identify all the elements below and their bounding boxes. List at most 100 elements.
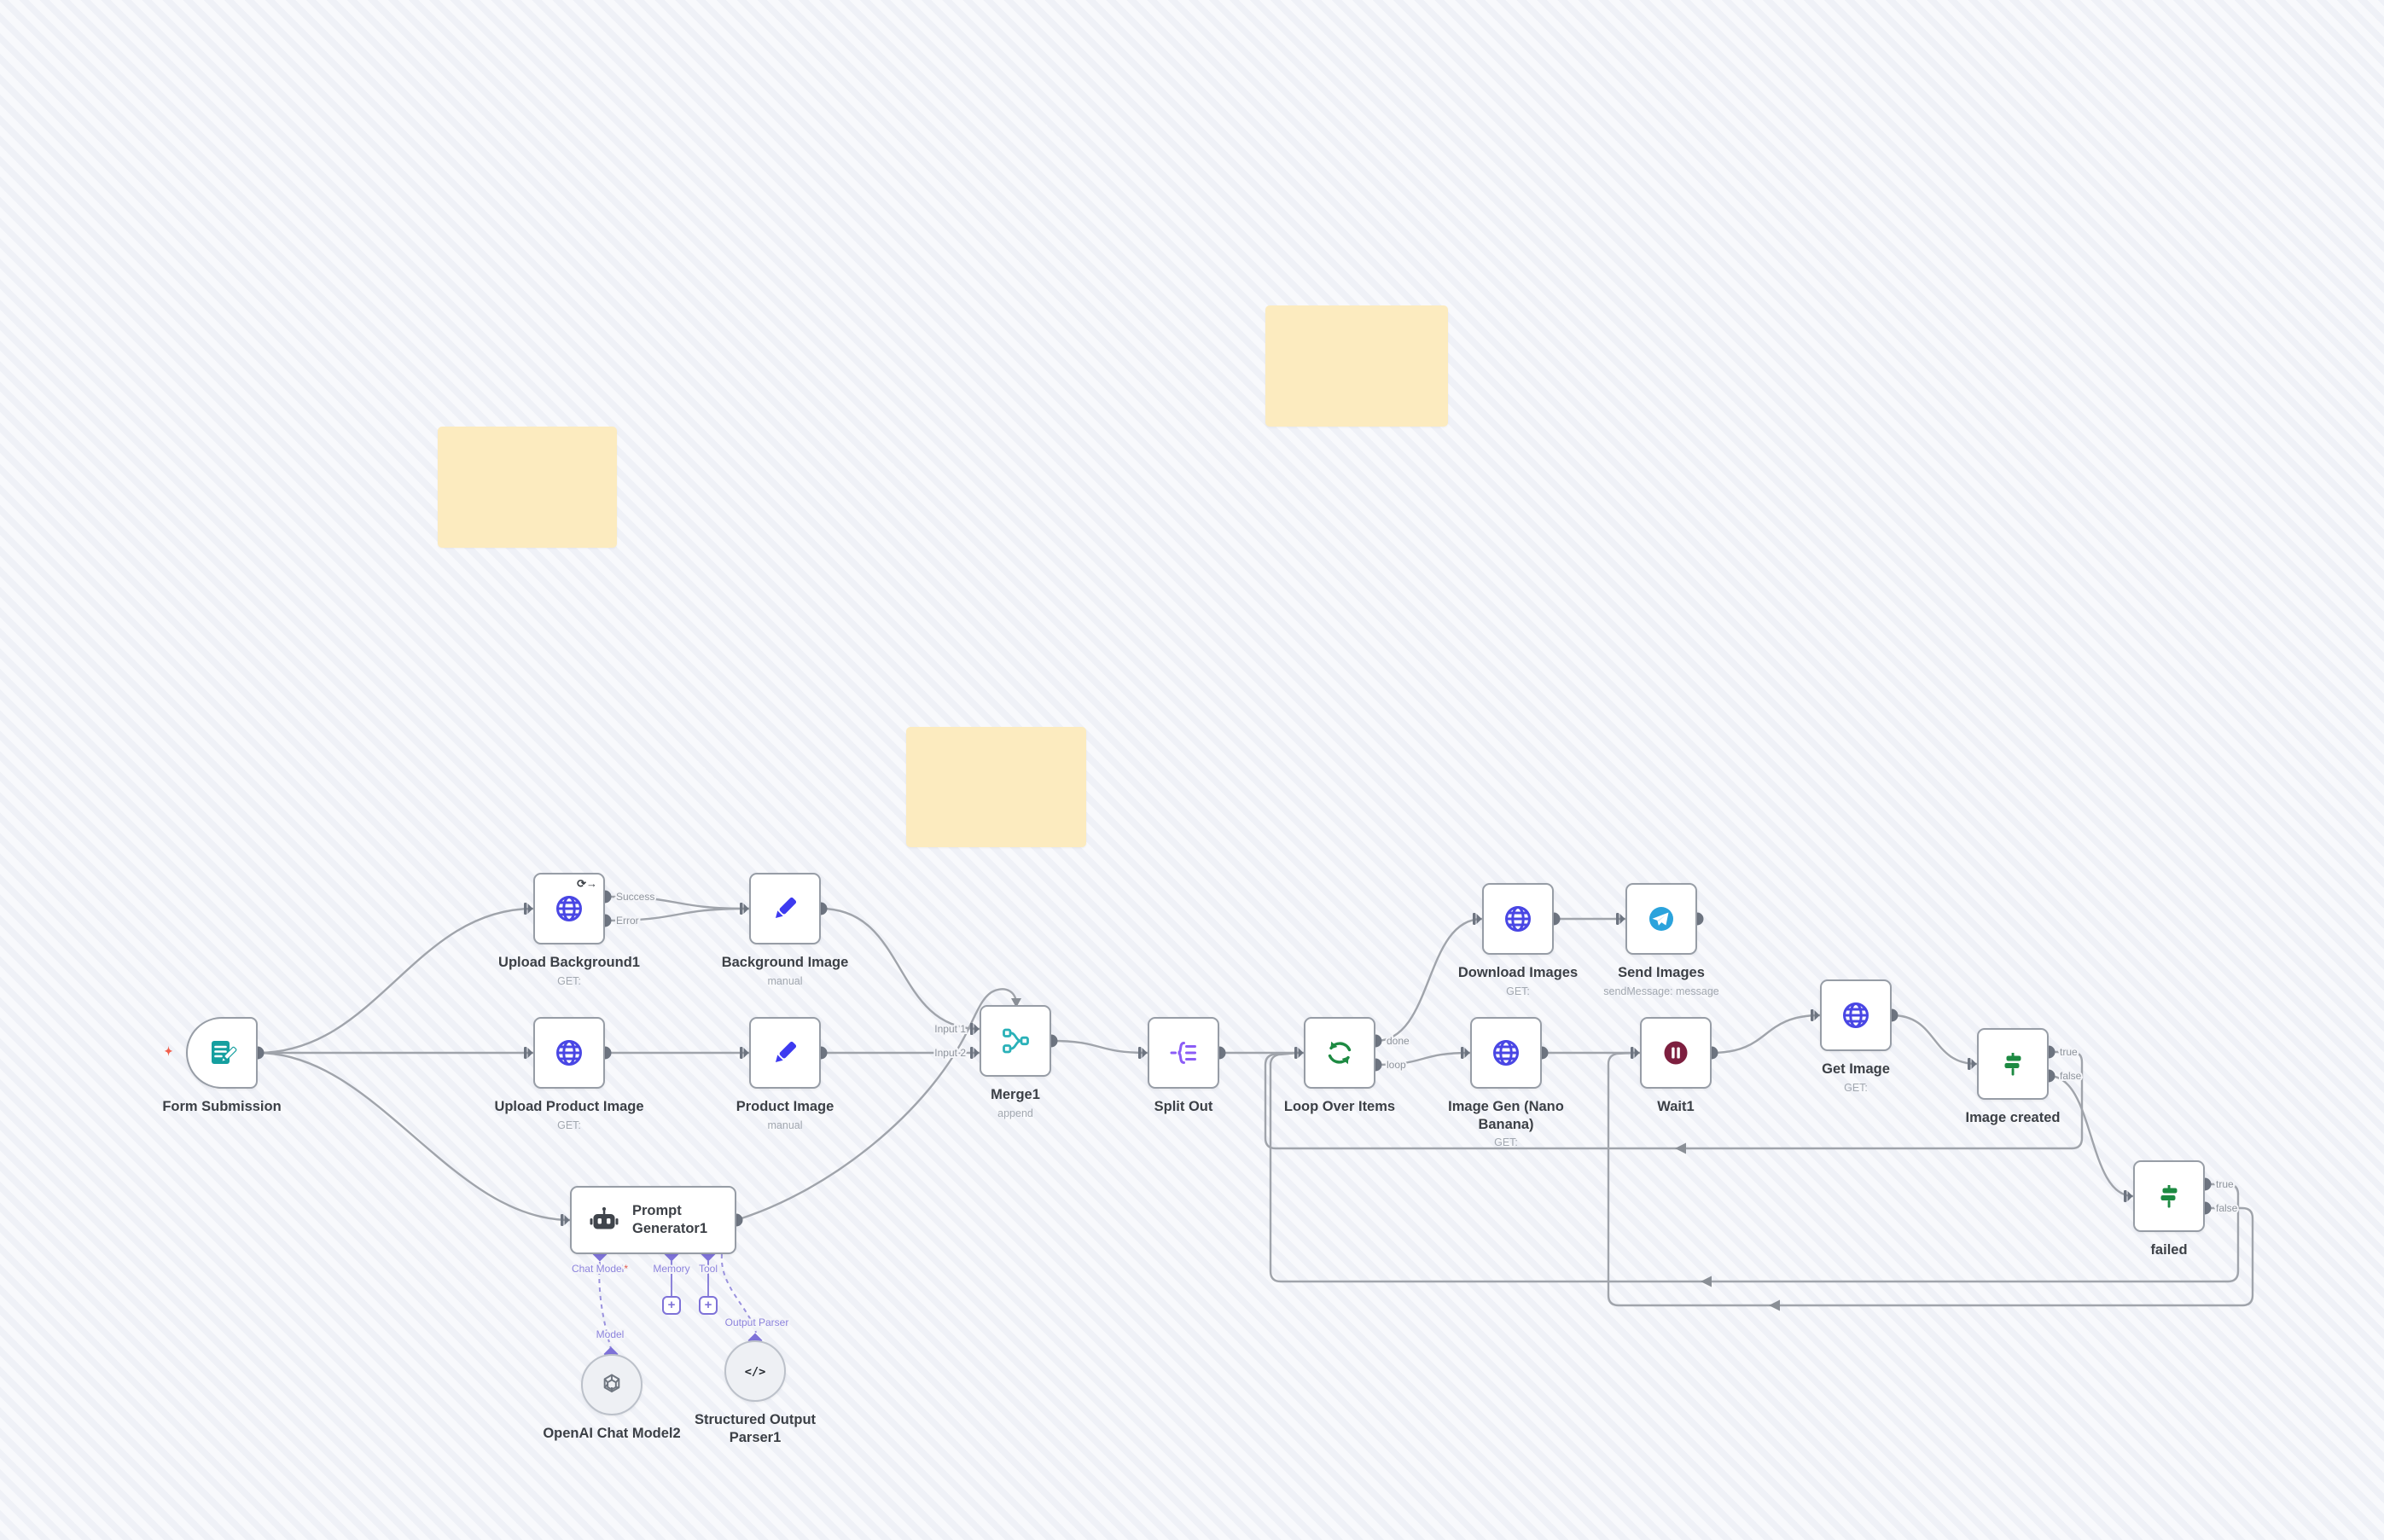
node-sublabel: manual [767, 974, 803, 987]
flow-arrow-icon [1011, 998, 1021, 1008]
input-port[interactable] [2124, 1190, 2127, 1202]
node-openai-chat-model2[interactable] [581, 1354, 643, 1415]
input-port[interactable] [1294, 1047, 1298, 1059]
node-label-text: Product Image [736, 1099, 834, 1114]
node-label-text: Send Images [1618, 965, 1705, 980]
connection-c20[interactable] [1269, 1051, 2240, 1283]
node-label-text: Background Image [721, 955, 849, 970]
node-sublabel: GET: [1494, 1136, 1518, 1149]
connection-label: Input 2 [934, 1047, 966, 1059]
if-icon [1996, 1047, 2030, 1081]
connection-c12[interactable] [1375, 917, 1483, 1043]
ai-connector-label: Memory [653, 1263, 689, 1275]
sticky-note[interactable] [1265, 305, 1448, 427]
node-image-created[interactable] [1977, 1028, 2049, 1100]
node-prompt-generator1[interactable]: Prompt Generator1 [570, 1186, 736, 1254]
node-product-image[interactable] [749, 1017, 821, 1089]
execution-spark-icon [160, 1044, 177, 1061]
pencil-icon [768, 892, 802, 926]
connection-label: true [2060, 1046, 2078, 1058]
node-split-out[interactable] [1148, 1017, 1219, 1089]
sticky-note[interactable] [438, 427, 617, 548]
node-background-image[interactable] [749, 873, 821, 944]
input-port[interactable] [561, 1214, 564, 1226]
input-port[interactable] [1473, 913, 1476, 925]
node-loop-over-items[interactable] [1304, 1017, 1375, 1089]
connection-c1[interactable] [257, 907, 534, 1055]
node-label: Background Image manual [687, 954, 883, 988]
output-parser-link[interactable] [720, 1253, 757, 1334]
connection-c5[interactable] [604, 907, 750, 922]
node-upload-background1[interactable]: ⟳→ [533, 873, 605, 944]
input-port-arrow [1619, 914, 1625, 924]
node-download-images[interactable] [1482, 883, 1554, 955]
input-port[interactable] [1968, 1058, 1971, 1070]
node-label-text: Form Submission [162, 1099, 282, 1114]
node-label-text: Image Gen (Nano Banana) [1448, 1099, 1564, 1132]
input-port[interactable] [524, 1047, 527, 1059]
connection-c21[interactable] [1607, 1051, 2254, 1307]
node-image-gen[interactable] [1470, 1017, 1542, 1089]
node-wait1[interactable] [1640, 1017, 1712, 1089]
connection-c13[interactable] [1375, 1051, 1471, 1066]
globe-icon [552, 892, 586, 926]
sticky-note[interactable] [906, 727, 1086, 847]
node-label: OpenAI Chat Model2 [514, 1425, 710, 1443]
input-port[interactable] [970, 1023, 974, 1035]
connection-label: done [1387, 1035, 1410, 1047]
form-icon [205, 1036, 239, 1070]
ai-connector-label: Tool [699, 1263, 718, 1275]
node-merge1[interactable] [980, 1005, 1051, 1077]
node-sublabel: GET: [557, 974, 581, 987]
globe-icon [1501, 902, 1535, 936]
input-port[interactable] [1631, 1047, 1634, 1059]
node-upload-product-image[interactable] [533, 1017, 605, 1089]
add-memory-button[interactable]: + [662, 1296, 681, 1315]
input-port-arrow [1464, 1048, 1470, 1058]
model-link[interactable] [598, 1261, 612, 1350]
input-port[interactable] [524, 903, 527, 915]
wait-icon [1659, 1036, 1693, 1070]
connection-c18[interactable] [1264, 1050, 2084, 1150]
node-title: Prompt Generator1 [632, 1203, 708, 1236]
add-tool-button[interactable]: + [699, 1296, 718, 1315]
node-form-submission[interactable] [186, 1017, 258, 1089]
node-label: Send Images sendMessage: message [1563, 964, 1759, 998]
connection-c15[interactable] [1711, 1014, 1821, 1055]
connection-label: false [2216, 1202, 2238, 1214]
node-send-images[interactable] [1625, 883, 1697, 955]
node-sublabel: GET: [557, 1119, 581, 1131]
connection-c9[interactable] [736, 988, 1018, 1222]
node-label-text: Split Out [1154, 1099, 1213, 1114]
node-sublabel: GET: [1506, 985, 1530, 997]
connection-c19[interactable] [2048, 1074, 2134, 1198]
node-get-image[interactable] [1820, 979, 1892, 1051]
connection-c6[interactable] [820, 907, 980, 1031]
node-sublabel: manual [767, 1119, 803, 1131]
input-port[interactable] [1461, 1047, 1464, 1059]
input-port-arrow [564, 1215, 570, 1225]
node-label-text: Image created [1965, 1110, 2061, 1125]
globe-icon [1839, 998, 1873, 1032]
input-port[interactable] [1811, 1009, 1814, 1021]
split-icon [1166, 1036, 1201, 1070]
input-port[interactable] [740, 903, 743, 915]
node-sublabel: sendMessage: message [1603, 985, 1719, 997]
ai-connector-label: Output Parser [725, 1316, 789, 1328]
input-port[interactable] [740, 1047, 743, 1059]
merge-icon [998, 1024, 1032, 1058]
input-port[interactable] [970, 1047, 974, 1059]
node-structured-output-parser1[interactable]: </> [724, 1340, 786, 1402]
input-port[interactable] [1138, 1047, 1142, 1059]
connection-c10[interactable] [1050, 1039, 1148, 1055]
node-failed[interactable] [2133, 1160, 2205, 1232]
input-port[interactable] [1616, 913, 1619, 925]
connection-c3[interactable] [257, 1051, 571, 1222]
input-port-arrow [1476, 914, 1482, 924]
connection-c16[interactable] [1891, 1014, 1978, 1066]
node-label-text: Upload Product Image [494, 1099, 644, 1114]
